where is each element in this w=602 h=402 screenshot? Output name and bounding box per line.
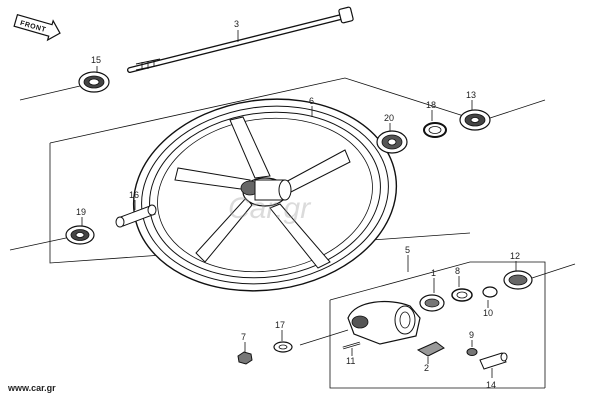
callout-12: 12 — [510, 251, 520, 261]
axle-part — [127, 6, 354, 73]
drive-gear-1-part — [419, 294, 445, 312]
oil-seal-12-part — [503, 270, 533, 290]
callout-14: 14 — [486, 380, 496, 390]
speedometer-gear-housing-part — [347, 300, 421, 345]
wheel-rim-part — [132, 98, 398, 292]
washer-17-part — [273, 341, 293, 353]
callout-5: 5 — [405, 245, 410, 255]
callout-6: 6 — [309, 96, 314, 106]
washer-8-part — [451, 288, 473, 302]
callout-18: 18 — [426, 100, 436, 110]
front-direction-badge: FRONT — [13, 13, 61, 42]
callout-7: 7 — [241, 332, 246, 342]
o-ring-10-part — [482, 286, 498, 298]
spacer-16-part — [115, 204, 157, 228]
callout-19: 19 — [76, 207, 86, 217]
watermark-text: Car.gr — [228, 192, 311, 225]
seal-18-part — [423, 122, 447, 138]
axle-nut-7-part — [237, 351, 253, 365]
callout-3: 3 — [234, 19, 239, 29]
callout-20: 20 — [384, 113, 394, 123]
callout-13: 13 — [466, 90, 476, 100]
bearing-20-part — [376, 130, 408, 154]
callout-11: 11 — [346, 356, 355, 366]
callout-10: 10 — [483, 308, 493, 318]
callout-9: 9 — [469, 330, 474, 340]
callout-8: 8 — [455, 266, 460, 276]
callout-15: 15 — [91, 55, 101, 65]
washer-9-part — [466, 348, 478, 356]
bearing-15-part — [78, 71, 110, 93]
hub-assembly-outline — [329, 300, 545, 389]
retainer-2-part — [416, 341, 445, 357]
callout-17: 17 — [275, 320, 285, 330]
callout-16: 16 — [129, 190, 139, 200]
callout-1: 1 — [431, 268, 436, 278]
site-label: www.car.gr — [7, 383, 56, 393]
drive-shaft-14-part — [479, 352, 508, 370]
pin-11-part — [342, 341, 361, 350]
bearing-13-part — [459, 109, 491, 131]
bearing-19-part — [65, 225, 95, 245]
callout-2: 2 — [424, 363, 429, 373]
